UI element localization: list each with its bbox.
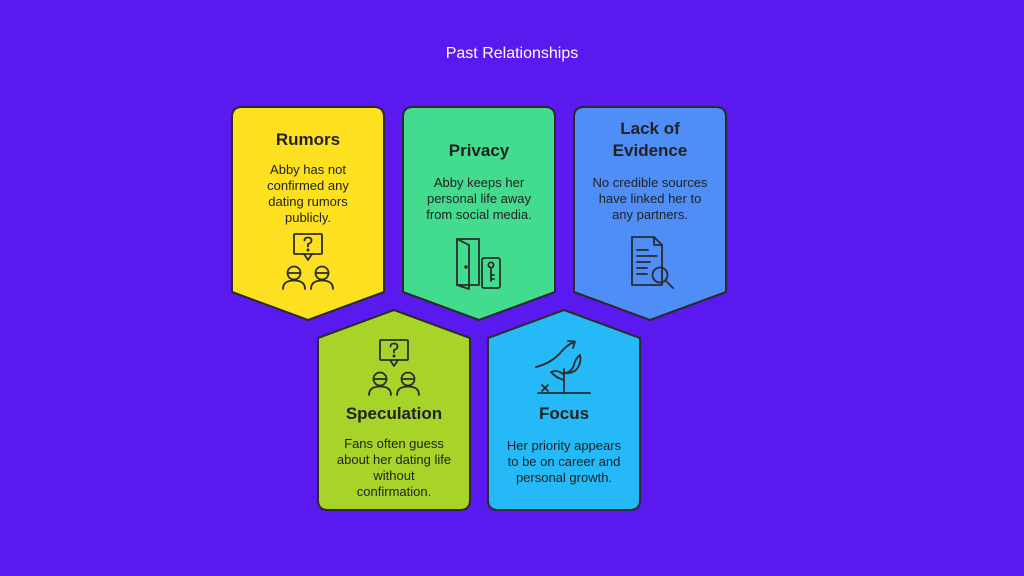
card-privacy-body-line: from social media. xyxy=(426,207,532,222)
plant-growth-icon xyxy=(534,337,594,397)
card-rumors-body: Abby has not confirmed any dating rumors… xyxy=(240,162,376,226)
card-rumors-fill xyxy=(231,106,385,321)
card-rumors: Rumors Abby has not confirmed any dating… xyxy=(231,106,385,322)
card-evidence-heading-line: Lack of xyxy=(620,119,680,138)
people-question-icon xyxy=(364,337,424,397)
door-lock-icon xyxy=(449,231,509,291)
card-speculation-body-line: without xyxy=(373,468,415,483)
people-question-icon xyxy=(278,231,338,291)
card-speculation-fill xyxy=(317,309,471,511)
card-speculation-shape xyxy=(317,309,471,511)
card-evidence-body: No credible sources have linked her to a… xyxy=(582,175,718,223)
card-evidence-heading-line: Evidence xyxy=(612,141,688,160)
card-speculation-body-line: about her dating life xyxy=(336,452,452,467)
card-focus-fill xyxy=(487,309,641,511)
card-speculation-heading: Speculation xyxy=(345,404,443,423)
card-focus-shape xyxy=(487,309,641,511)
card-speculation-body: Fans often guess about her dating life w… xyxy=(326,436,462,500)
card-speculation-body-line: confirmation. xyxy=(356,484,432,499)
card-privacy-shape xyxy=(402,106,556,321)
card-focus-body: Her priority appears to be on career and… xyxy=(496,438,632,486)
card-rumors-body-line: publicly. xyxy=(284,210,331,225)
card-focus-body-line: Her priority appears xyxy=(506,438,622,453)
card-evidence-body-line: any partners. xyxy=(612,207,688,222)
card-evidence-fill xyxy=(573,106,727,321)
card-evidence-body-line: have linked her to xyxy=(598,191,702,206)
card-focus-body-line: to be on career and xyxy=(507,454,621,469)
card-privacy-body: Abby keeps her personal life away from s… xyxy=(411,175,547,223)
document-search-icon xyxy=(620,231,680,291)
card-privacy-body-line: Abby keeps her xyxy=(433,175,525,190)
card-focus-body-line: personal growth. xyxy=(515,470,613,485)
card-speculation-body-line: Fans often guess xyxy=(344,436,444,451)
card-speculation: Speculation Fans often guess about her d… xyxy=(317,308,471,523)
card-rumors-shape xyxy=(231,106,385,321)
card-privacy-heading: Privacy xyxy=(448,141,510,160)
card-rumors-heading: Rumors xyxy=(275,130,341,149)
card-evidence-heading: Lack of Evidence xyxy=(582,118,718,162)
card-rumors-body-line: confirmed any xyxy=(267,178,349,193)
diagram-title: Past Relationships xyxy=(445,45,579,62)
card-evidence-shape xyxy=(573,106,727,321)
card-privacy-body-line: personal life away xyxy=(426,191,532,206)
card-evidence-body-line: No credible sources xyxy=(592,175,708,190)
card-privacy: Privacy Abby keeps her personal life awa… xyxy=(402,106,556,322)
card-rumors-body-line: dating rumors xyxy=(268,194,348,209)
card-rumors-body-line: Abby has not xyxy=(270,162,346,177)
card-focus-heading: Focus xyxy=(538,404,590,423)
card-focus: Focus Her priority appears to be on care… xyxy=(487,308,641,523)
card-evidence: Lack of Evidence No credible sources hav… xyxy=(573,106,727,322)
card-privacy-fill xyxy=(402,106,556,321)
